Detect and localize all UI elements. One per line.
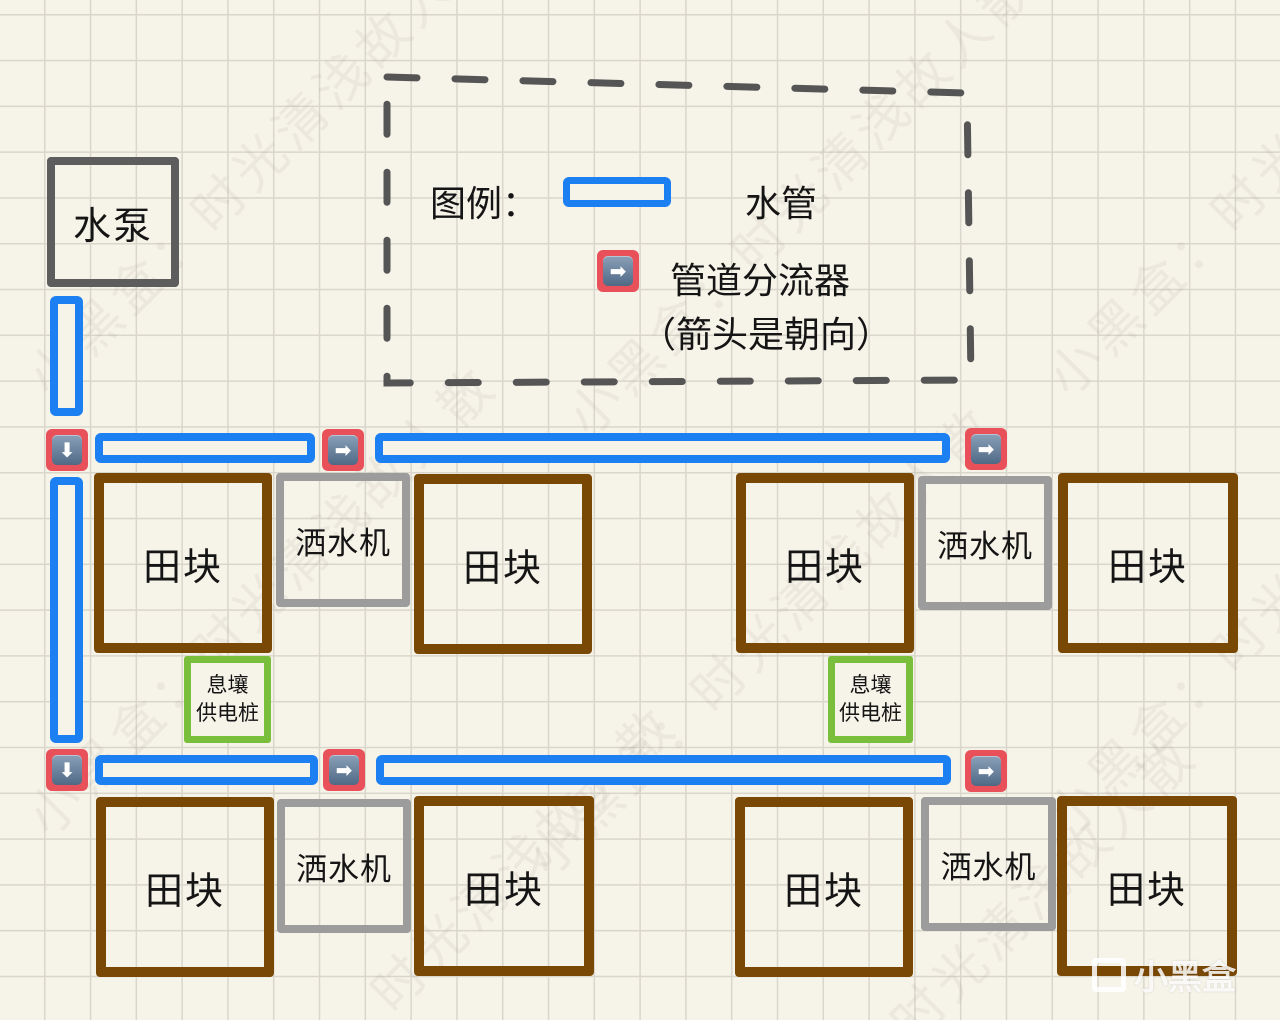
field-block[interactable]: 田块 bbox=[1058, 473, 1238, 653]
pipe-vertical-2[interactable] bbox=[50, 477, 83, 743]
sprinkler[interactable]: 洒水机 bbox=[277, 799, 411, 933]
watermark-text: 小黑盒：时光清浅故人散 bbox=[1036, 0, 1280, 409]
field-block[interactable]: 田块 bbox=[414, 796, 594, 976]
legend-pipe-label: 水管 bbox=[745, 184, 818, 225]
field-block[interactable]: 田块 bbox=[414, 474, 592, 654]
water-pump-label: 水泵 bbox=[72, 203, 153, 248]
power-pile[interactable]: 息壤 供电桩 bbox=[184, 656, 271, 743]
logo-icon bbox=[1092, 957, 1126, 992]
pipe-horizontal[interactable] bbox=[95, 433, 315, 463]
sprinkler-label: 洒水机 bbox=[296, 851, 392, 888]
sprinkler[interactable]: 洒水机 bbox=[921, 797, 1056, 931]
legend-splitter-note: （箭头是朝向） bbox=[640, 315, 893, 356]
pipe-vertical-1[interactable] bbox=[50, 296, 83, 416]
legend-splitter-label: 管道分流器 bbox=[670, 261, 851, 302]
sprinkler[interactable]: 洒水机 bbox=[918, 476, 1052, 610]
legend-title: 图例： bbox=[430, 184, 539, 225]
field-block[interactable]: 田块 bbox=[94, 473, 272, 653]
field-label: 田块 bbox=[1106, 867, 1187, 912]
arrow-right-icon: ➡ bbox=[603, 256, 633, 286]
arrow-right-icon: ➡ bbox=[971, 434, 1001, 464]
splitter[interactable]: ➡ bbox=[965, 428, 1007, 470]
power-pile-line2: 供电桩 bbox=[839, 700, 902, 725]
sprinkler-label: 洒水机 bbox=[937, 528, 1033, 565]
logo-text: 小黑盒 bbox=[1134, 958, 1236, 998]
arrow-down-icon: ⬇ bbox=[52, 435, 82, 465]
field-label: 田块 bbox=[463, 867, 544, 912]
field-block[interactable]: 田块 bbox=[735, 797, 913, 977]
power-pile-line2: 供电桩 bbox=[196, 700, 259, 725]
field-block[interactable]: 田块 bbox=[96, 797, 274, 977]
field-label: 田块 bbox=[462, 545, 543, 590]
sprinkler-label: 洒水机 bbox=[295, 525, 391, 562]
power-pile-line1: 息壤 bbox=[206, 673, 249, 698]
pipe-horizontal[interactable] bbox=[375, 433, 950, 463]
arrow-right-icon: ➡ bbox=[329, 755, 359, 785]
sprinkler-label: 洒水机 bbox=[940, 849, 1037, 886]
arrow-right-icon: ➡ bbox=[971, 756, 1001, 786]
arrow-right-icon: ➡ bbox=[328, 435, 358, 465]
legend-pipe-swatch bbox=[563, 177, 671, 207]
site-logo: 小黑盒 bbox=[1092, 950, 1236, 999]
legend-splitter-swatch: ➡ bbox=[597, 250, 639, 292]
splitter[interactable]: ➡ bbox=[322, 429, 364, 471]
field-block[interactable]: 田块 bbox=[1057, 796, 1237, 976]
power-pile[interactable]: 息壤 供电桩 bbox=[828, 656, 913, 743]
arrow-down-icon: ⬇ bbox=[52, 755, 82, 785]
pipe-horizontal[interactable] bbox=[95, 755, 318, 785]
splitter[interactable]: ⬇ bbox=[46, 429, 88, 471]
field-label: 田块 bbox=[783, 868, 864, 913]
field-label: 田块 bbox=[144, 868, 225, 913]
field-block[interactable]: 田块 bbox=[736, 473, 914, 653]
splitter[interactable]: ➡ bbox=[323, 749, 365, 791]
power-pile-line1: 息壤 bbox=[849, 673, 892, 698]
field-label: 田块 bbox=[142, 544, 223, 589]
pipe-horizontal[interactable] bbox=[376, 755, 951, 785]
field-label: 田块 bbox=[1107, 544, 1188, 589]
sprinkler[interactable]: 洒水机 bbox=[276, 473, 410, 607]
field-label: 田块 bbox=[784, 544, 865, 589]
splitter[interactable]: ➡ bbox=[965, 750, 1007, 792]
splitter[interactable]: ⬇ bbox=[46, 749, 88, 791]
water-pump[interactable]: 水泵 bbox=[47, 157, 179, 287]
